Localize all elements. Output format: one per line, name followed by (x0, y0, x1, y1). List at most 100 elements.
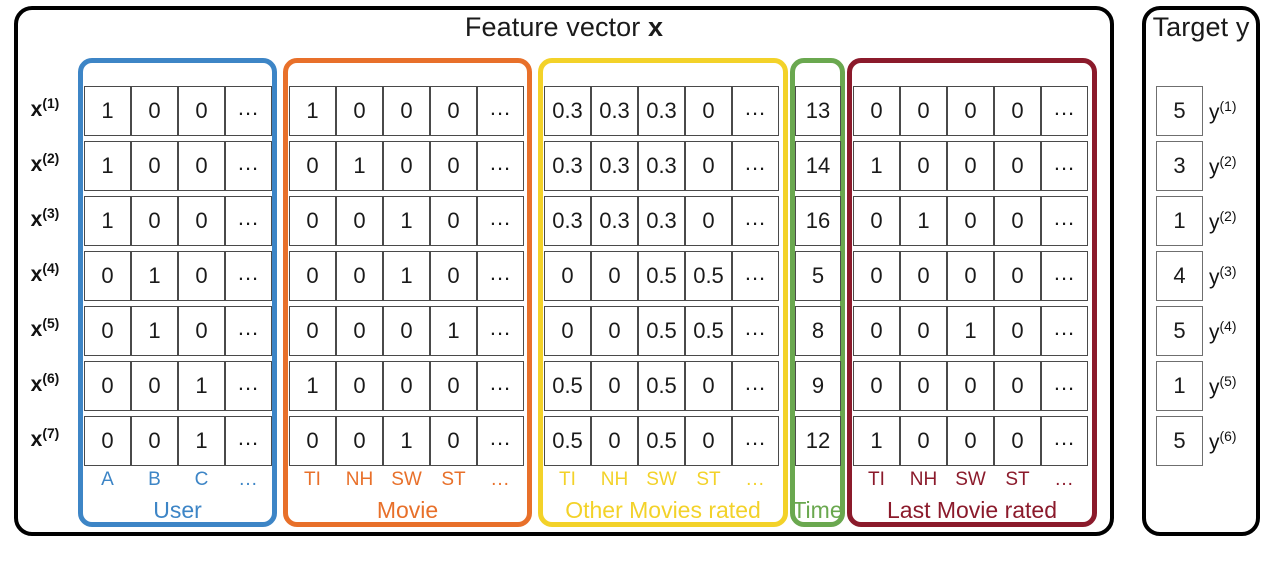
cell-other-movies-rated-r4-c4: 0.5 (685, 251, 732, 301)
cell-last-movie-rated-r3-c4: 0 (994, 196, 1041, 246)
target-label-y5: y(4) (1209, 318, 1237, 344)
cell-movie-r6-c2: 0 (336, 361, 383, 411)
cell-other-movies-rated-r6-c2: 0 (591, 361, 638, 411)
target-value-5: 5 (1156, 306, 1203, 356)
cell-other-movies-rated-r6-c4: 0 (685, 361, 732, 411)
cell-user-r7-c2: 0 (131, 416, 178, 466)
cell-last-movie-rated-r5-c3: 1 (947, 306, 994, 356)
row-label-x3: x(3) (30, 205, 60, 231)
cell-movie-r6-c4: 0 (430, 361, 477, 411)
cell-last-movie-rated-r2-c1: 1 (853, 141, 900, 191)
cell-user-r1-c4: ... (225, 86, 272, 136)
feature-name-user-4: ... (239, 469, 258, 490)
cell-movie-r5-c1: 0 (289, 306, 336, 356)
cell-last-movie-rated-r1-c3: 0 (947, 86, 994, 136)
cell-user-r7-c3: 1 (178, 416, 225, 466)
cell-time-r5-c1: 8 (795, 306, 841, 356)
cell-movie-r4-c1: 0 (289, 251, 336, 301)
cell-other-movies-rated-r7-c2: 0 (591, 416, 638, 466)
cell-last-movie-rated-r2-c5: ... (1041, 141, 1088, 191)
feature-vector-title-symbol: x (647, 12, 664, 42)
target-panel (1142, 6, 1260, 536)
cell-movie-r4-c2: 0 (336, 251, 383, 301)
target-label-y3: y(2) (1209, 208, 1237, 234)
cell-last-movie-rated-r6-c1: 0 (853, 361, 900, 411)
feature-name-last-movie-rated-3: SW (955, 469, 986, 490)
cell-other-movies-rated-r2-c2: 0.3 (591, 141, 638, 191)
feature-name-other-movies-rated-4: ST (696, 469, 721, 490)
cell-movie-r2-c1: 0 (289, 141, 336, 191)
cell-movie-r5-c2: 0 (336, 306, 383, 356)
feature-name-movie-2: NH (345, 469, 374, 490)
cell-movie-r5-c4: 1 (430, 306, 477, 356)
cell-movie-r1-c3: 0 (383, 86, 430, 136)
row-label-x1: x(1) (30, 95, 60, 121)
target-panel-title: Target y (1152, 12, 1250, 42)
cell-movie-r1-c2: 0 (336, 86, 383, 136)
target-value-3: 1 (1156, 196, 1203, 246)
target-label-y4: y(3) (1209, 263, 1237, 289)
cell-last-movie-rated-r2-c3: 0 (947, 141, 994, 191)
block-caption-user: User (153, 497, 202, 523)
cell-movie-r2-c2: 1 (336, 141, 383, 191)
block-caption-time: Time (792, 497, 843, 523)
cell-other-movies-rated-r5-c1: 0 (544, 306, 591, 356)
cell-other-movies-rated-r7-c4: 0 (685, 416, 732, 466)
cell-user-r4-c2: 1 (131, 251, 178, 301)
cell-last-movie-rated-r1-c1: 0 (853, 86, 900, 136)
cell-other-movies-rated-r5-c3: 0.5 (638, 306, 685, 356)
cell-last-movie-rated-r1-c4: 0 (994, 86, 1041, 136)
cell-movie-r2-c4: 0 (430, 141, 477, 191)
cell-user-r4-c1: 0 (84, 251, 131, 301)
cell-last-movie-rated-r1-c2: 0 (900, 86, 947, 136)
cell-other-movies-rated-r6-c5: ... (732, 361, 779, 411)
cell-movie-r3-c3: 1 (383, 196, 430, 246)
cell-other-movies-rated-r1-c2: 0.3 (591, 86, 638, 136)
cell-movie-r4-c4: 0 (430, 251, 477, 301)
feature-name-movie-4: ST (441, 469, 466, 490)
cell-last-movie-rated-r5-c1: 0 (853, 306, 900, 356)
cell-other-movies-rated-r1-c5: ... (732, 86, 779, 136)
cell-movie-r3-c4: 0 (430, 196, 477, 246)
cell-movie-r2-c3: 0 (383, 141, 430, 191)
block-caption-movie: Movie (376, 497, 439, 523)
cell-user-r2-c1: 1 (84, 141, 131, 191)
feature-name-movie-5: ... (491, 469, 510, 490)
cell-movie-r1-c4: 0 (430, 86, 477, 136)
row-label-x4: x(4) (30, 260, 60, 286)
feature-name-last-movie-rated-4: ST (1005, 469, 1030, 490)
cell-time-r7-c1: 12 (795, 416, 841, 466)
feature-vector-title: Feature vector x (14, 12, 1114, 43)
cell-other-movies-rated-r4-c3: 0.5 (638, 251, 685, 301)
cell-other-movies-rated-r7-c1: 0.5 (544, 416, 591, 466)
cell-movie-r3-c5: ... (477, 196, 524, 246)
cell-movie-r5-c3: 0 (383, 306, 430, 356)
cell-movie-r7-c4: 0 (430, 416, 477, 466)
target-label-y1: y(1) (1209, 98, 1237, 124)
cell-movie-r6-c5: ... (477, 361, 524, 411)
feature-name-user-1: A (101, 469, 114, 490)
cell-other-movies-rated-r3-c3: 0.3 (638, 196, 685, 246)
cell-user-r3-c3: 0 (178, 196, 225, 246)
target-label-y6: y(5) (1209, 373, 1237, 399)
cell-user-r4-c3: 0 (178, 251, 225, 301)
cell-other-movies-rated-r7-c3: 0.5 (638, 416, 685, 466)
feature-name-movie-3: SW (391, 469, 422, 490)
cell-other-movies-rated-r3-c2: 0.3 (591, 196, 638, 246)
cell-other-movies-rated-r2-c3: 0.3 (638, 141, 685, 191)
cell-last-movie-rated-r3-c1: 0 (853, 196, 900, 246)
cell-last-movie-rated-r4-c1: 0 (853, 251, 900, 301)
feature-name-last-movie-rated-2: NH (909, 469, 938, 490)
cell-movie-r7-c3: 1 (383, 416, 430, 466)
cell-other-movies-rated-r2-c5: ... (732, 141, 779, 191)
cell-other-movies-rated-r5-c2: 0 (591, 306, 638, 356)
cell-time-r3-c1: 16 (795, 196, 841, 246)
cell-user-r6-c3: 1 (178, 361, 225, 411)
cell-other-movies-rated-r4-c5: ... (732, 251, 779, 301)
cell-user-r6-c2: 0 (131, 361, 178, 411)
cell-other-movies-rated-r3-c5: ... (732, 196, 779, 246)
target-value-4: 4 (1156, 251, 1203, 301)
cell-last-movie-rated-r6-c4: 0 (994, 361, 1041, 411)
cell-user-r5-c2: 1 (131, 306, 178, 356)
